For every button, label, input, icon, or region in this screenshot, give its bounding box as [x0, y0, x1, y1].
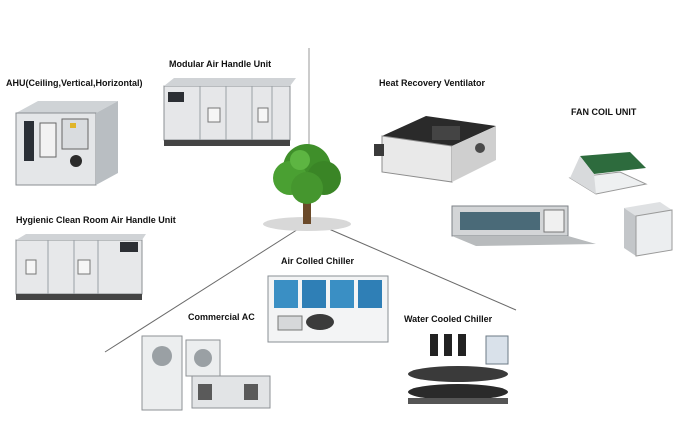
- fan-coil-ducted-image: [446, 200, 600, 250]
- modular-ahu-image: [160, 74, 296, 154]
- ahu-label: AHU(Ceiling,Vertical,Horizontal): [6, 78, 143, 88]
- commercial-ac-label: Commercial AC: [188, 312, 255, 322]
- modular-ahu-label: Modular Air Handle Unit: [169, 59, 272, 69]
- water-chiller-label: Water Cooled Chiller: [404, 314, 493, 324]
- commercial-ac-image: [136, 328, 276, 418]
- fan-coil-label: FAN COIL UNIT: [571, 107, 637, 117]
- air-cooled-chiller-image: [264, 270, 392, 352]
- heat-recovery-label: Heat Recovery Ventilator: [379, 78, 486, 88]
- ahu-unit-image: [12, 93, 118, 193]
- air-chiller-label: Air Colled Chiller: [281, 256, 355, 266]
- tree-icon: [260, 140, 355, 236]
- fan-coil-cassette-image: [566, 150, 650, 200]
- hygienic-ahu-image: [12, 230, 146, 306]
- water-cooled-chiller-image: [402, 328, 518, 414]
- fan-coil-floor-image: [620, 198, 676, 258]
- heat-recovery-image: [372, 110, 498, 192]
- hygienic-label: Hygienic Clean Room Air Handle Unit: [16, 215, 176, 225]
